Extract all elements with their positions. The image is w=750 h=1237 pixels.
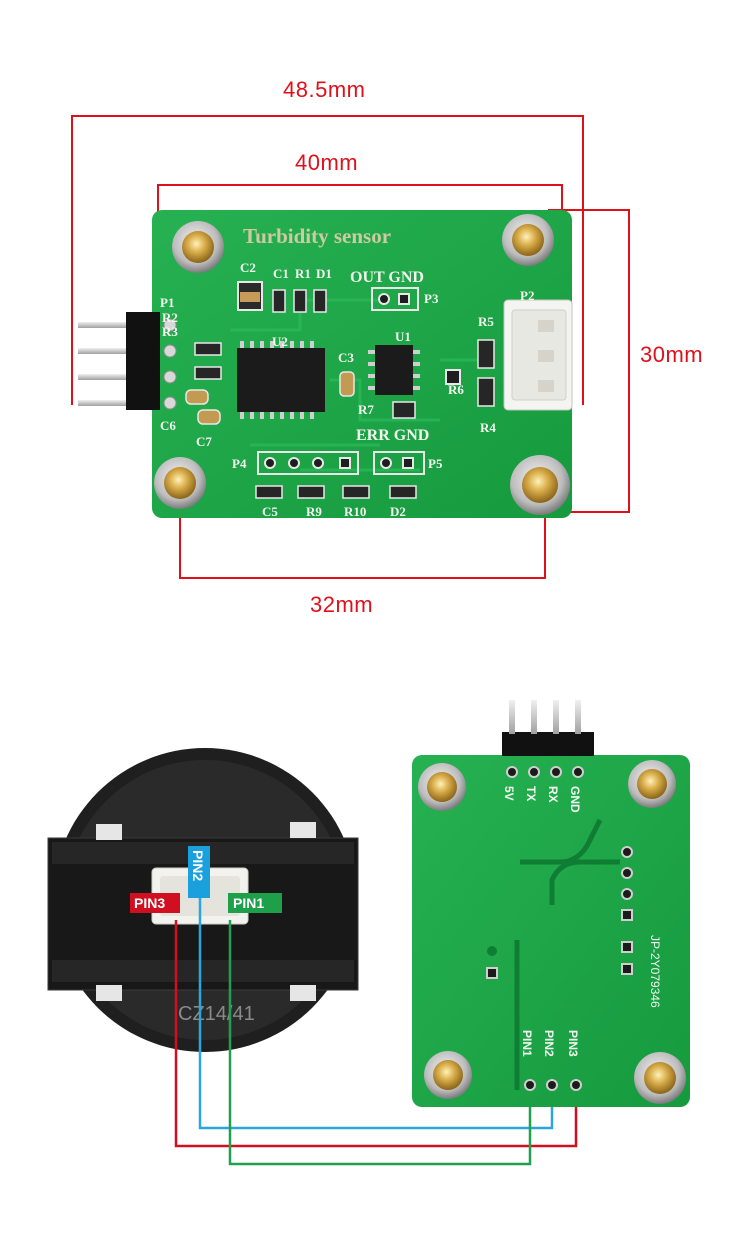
svg-text:R6: R6 [448, 382, 464, 397]
part-number: JP-2Y079346 [648, 935, 662, 1008]
dimension-outer-width: 48.5mm [283, 77, 366, 102]
pin1-tag: PIN1 [233, 895, 264, 911]
turbidity-probe: CZ14/41 [47, 748, 359, 1052]
svg-text:P3: P3 [424, 291, 439, 306]
header-label-rx: RX [546, 786, 560, 803]
pin3-tag: PIN3 [134, 895, 165, 911]
smd-components [185, 289, 495, 499]
pcb-bottom-board: 5V TX RX GND PIN1 PIN2 PIN3 JP-2Y079346 [412, 700, 690, 1107]
svg-text:OUT GND: OUT GND [350, 269, 424, 286]
dimension-height: 30mm [640, 342, 704, 367]
svg-text:D1: D1 [316, 266, 332, 281]
svg-text:R5: R5 [478, 314, 494, 329]
ic-u1 [368, 345, 420, 395]
header-label-5v: 5V [502, 786, 516, 801]
dimension-hole-spacing: 32mm [310, 592, 374, 617]
svg-text:P5: P5 [428, 456, 443, 471]
svg-text:P4: P4 [232, 456, 247, 471]
svg-text:C6: C6 [160, 418, 176, 433]
p1-header [78, 312, 177, 410]
pin2-tag: PIN2 [190, 850, 206, 881]
ic-u2 [237, 341, 325, 419]
svg-text:C7: C7 [196, 434, 212, 449]
svg-text:D2: D2 [390, 504, 406, 519]
svg-text:R3: R3 [162, 324, 178, 339]
svg-text:R2: R2 [162, 310, 178, 325]
pcb-top-board: Turbidity sensor [78, 210, 573, 519]
board-pin2-label: PIN2 [542, 1030, 556, 1057]
svg-text:R9: R9 [306, 504, 322, 519]
board-pin3-label: PIN3 [566, 1030, 580, 1057]
svg-text:P2: P2 [520, 288, 534, 303]
probe-marking: CZ14/41 [178, 1003, 255, 1025]
svg-text:ERR GND: ERR GND [356, 427, 429, 444]
svg-text:R1: R1 [295, 266, 311, 281]
svg-text:C3: C3 [338, 350, 354, 365]
mounting-standoffs [154, 214, 570, 515]
svg-text:U2: U2 [272, 334, 288, 349]
svg-text:P1: P1 [160, 295, 174, 310]
header-pads [257, 287, 461, 475]
wiring [174, 898, 578, 1166]
svg-text:R10: R10 [344, 504, 366, 519]
board-title: Turbidity sensor [243, 224, 391, 248]
probe-pin-tags: PIN3 PIN2 PIN1 [130, 846, 282, 913]
svg-text:U1: U1 [395, 329, 411, 344]
silkscreen-labels: C2 C1 R1 D1 OUT GND P3 P1 P2 R2 R3 U2 C3… [160, 260, 534, 519]
header-label-gnd: GND [568, 786, 582, 813]
dimension-inner-width: 40mm [295, 150, 359, 175]
board-pin1-label: PIN1 [520, 1030, 534, 1057]
svg-text:C1: C1 [273, 266, 289, 281]
header-label-tx: TX [524, 786, 538, 801]
svg-text:R4: R4 [480, 420, 496, 435]
svg-text:C5: C5 [262, 504, 278, 519]
svg-text:R7: R7 [358, 402, 374, 417]
p2-connector [503, 299, 573, 411]
svg-text:C2: C2 [240, 260, 256, 275]
